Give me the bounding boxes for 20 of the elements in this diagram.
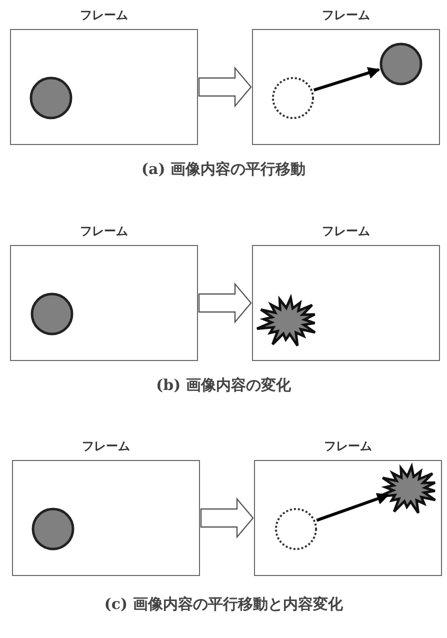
frame-label: フレーム bbox=[321, 7, 371, 24]
caption: (a) 画像内容の平行移動 bbox=[140, 160, 307, 179]
filled-circle bbox=[377, 40, 425, 88]
frame-label: フレーム bbox=[79, 7, 129, 24]
arrow bbox=[313, 67, 380, 92]
caption: (b) 画像内容の変化 bbox=[155, 376, 292, 395]
dotted-circle bbox=[269, 74, 317, 122]
dotted-circle bbox=[272, 505, 320, 553]
filled-circle bbox=[28, 290, 76, 338]
frame-label: フレーム bbox=[79, 223, 129, 240]
frame-label: フレーム bbox=[321, 223, 371, 240]
hollow-arrow bbox=[200, 497, 254, 539]
arrow bbox=[316, 493, 390, 522]
hollow-arrow bbox=[198, 282, 252, 324]
caption: (c) 画像内容の平行移動と内容変化 bbox=[103, 595, 344, 614]
filled-circle bbox=[27, 74, 75, 122]
hollow-arrow bbox=[198, 66, 252, 108]
frame-label: フレーム bbox=[323, 438, 373, 455]
filled-circle bbox=[29, 505, 77, 553]
frame-label: フレーム bbox=[81, 438, 131, 455]
